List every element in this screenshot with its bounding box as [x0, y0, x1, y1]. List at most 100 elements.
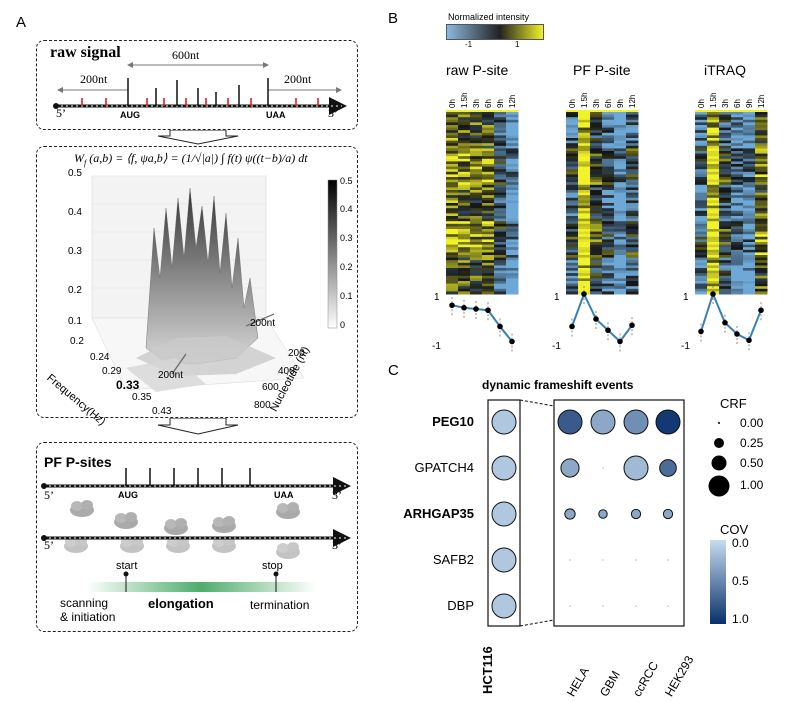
- heatmap-cell: [446, 151, 459, 155]
- heatmap-cell: [755, 273, 768, 277]
- heatmap-cell: [707, 275, 720, 279]
- heatmap-cell: [707, 218, 720, 222]
- heatmap-cell: [566, 143, 579, 147]
- heatmap-cell: [590, 169, 603, 173]
- heatmap-cell: [614, 143, 627, 147]
- heatmap-cell: [719, 247, 732, 251]
- heatmap-cell: [755, 257, 768, 261]
- heatmap-cell: [458, 226, 471, 230]
- heatmap-cell: [731, 221, 744, 225]
- heatmap-cell: [614, 213, 627, 217]
- heatmap-cell: [731, 200, 744, 204]
- heatmap-cell: [719, 223, 732, 227]
- heatmap-cell: [590, 213, 603, 217]
- heatmap-cell: [731, 138, 744, 142]
- heatmap-cell: [755, 140, 768, 144]
- heatmap-cell: [743, 278, 756, 282]
- heatmap-cell: [590, 197, 603, 201]
- heatmap-cell: [446, 171, 459, 175]
- heatmap-cell: [602, 223, 615, 227]
- heatmap-cell: [506, 114, 519, 118]
- heatmap-cell: [566, 140, 579, 144]
- heatmap-cell: [719, 114, 732, 118]
- heatmap-cell: [614, 265, 627, 269]
- heatmap-cell: [707, 203, 720, 207]
- heatmap-cell: [494, 166, 507, 170]
- heatmap-cell: [470, 210, 483, 214]
- heatmap-cell: [626, 260, 639, 264]
- heatmap-cell: [506, 164, 519, 168]
- heatmap-cell: [446, 177, 459, 181]
- heatmap-cell: [707, 265, 720, 269]
- heatmap-cell: [458, 127, 471, 131]
- heatmap-cell: [446, 192, 459, 196]
- heatmap-cell: [707, 179, 720, 183]
- heatmap-cell: [755, 260, 768, 264]
- heatmap-cell: [755, 283, 768, 287]
- heatmap-cell: [494, 174, 507, 178]
- heatmap-cell: [731, 174, 744, 178]
- heatmap-cell: [707, 216, 720, 220]
- heatmap-cell: [566, 226, 579, 230]
- bubble-hct116: [491, 501, 517, 527]
- heatmap-cell: [755, 156, 768, 160]
- heatmap-cell: [446, 114, 459, 118]
- heatmap-cell: [566, 221, 579, 225]
- heatmap-cell: [566, 166, 579, 170]
- heatmap-cell: [590, 114, 603, 118]
- heatmap-cell: [482, 221, 495, 225]
- heatmap-cell: [506, 231, 519, 235]
- heatmap-cell: [590, 242, 603, 246]
- heatmap-cell: [458, 262, 471, 266]
- heatmap-cell: [494, 286, 507, 290]
- span-600-label: 600nt: [172, 48, 200, 62]
- heatmap-cell: [590, 244, 603, 248]
- heatmap-cell: [743, 249, 756, 253]
- heatmap-cell: [719, 148, 732, 152]
- heatmap-cell: [707, 200, 720, 204]
- heatmap-cell: [695, 236, 708, 240]
- profile-point: [698, 328, 704, 335]
- heatmap-cell: [590, 184, 603, 188]
- heatmap-cell: [506, 153, 519, 157]
- heatmap-cell: [566, 286, 579, 290]
- heatmap-cell: [590, 112, 603, 116]
- heatmap-cell: [707, 208, 720, 212]
- heatmap-cell: [743, 273, 756, 277]
- heatmap-cell: [494, 278, 507, 282]
- heatmap-cell: [614, 260, 627, 264]
- profile-point: [449, 302, 455, 309]
- heatmap-cell: [707, 187, 720, 191]
- heatmap-cell: [590, 278, 603, 282]
- heatmap-cell: [743, 177, 756, 181]
- heatmap-cell: [626, 190, 639, 194]
- heatmap-cell: [755, 192, 768, 196]
- nt-tick-3: 800: [254, 400, 271, 411]
- heatmap-cell: [731, 262, 744, 266]
- heatmap-cell: [506, 270, 519, 274]
- heatmap-cell: [578, 127, 591, 131]
- heatmap-cell: [566, 265, 579, 269]
- heatmap-cell: [614, 164, 627, 168]
- heatmap-cell: [578, 197, 591, 201]
- heatmap-cell: [755, 249, 768, 253]
- heatmap-cell: [731, 231, 744, 235]
- heatmap-cell: [458, 213, 471, 217]
- heatmap-cell: [482, 275, 495, 279]
- heatmap-cell: [731, 161, 744, 165]
- heatmap-cell: [707, 257, 720, 261]
- heatmap-cell: [506, 140, 519, 144]
- freq-tick-2: 0.29: [102, 366, 122, 377]
- heatmap-cell: [506, 130, 519, 134]
- heatmap-time-label: 0h: [448, 99, 457, 108]
- heatmap-cell: [506, 125, 519, 129]
- heatmap-cell: [506, 197, 519, 201]
- heatmap-cell: [506, 174, 519, 178]
- profile-point: [746, 337, 752, 344]
- heatmap-cell: [494, 177, 507, 181]
- heatmap-cell: [494, 265, 507, 269]
- heatmap-cell: [566, 247, 579, 251]
- wavelet-formula: Wf (a,b) = ⟨f, ψa,b⟩ = (1/√|a|) ∫ f(t) ψ…: [74, 151, 308, 168]
- heatmap-cell: [731, 291, 744, 295]
- heatmap-cell: [602, 265, 615, 269]
